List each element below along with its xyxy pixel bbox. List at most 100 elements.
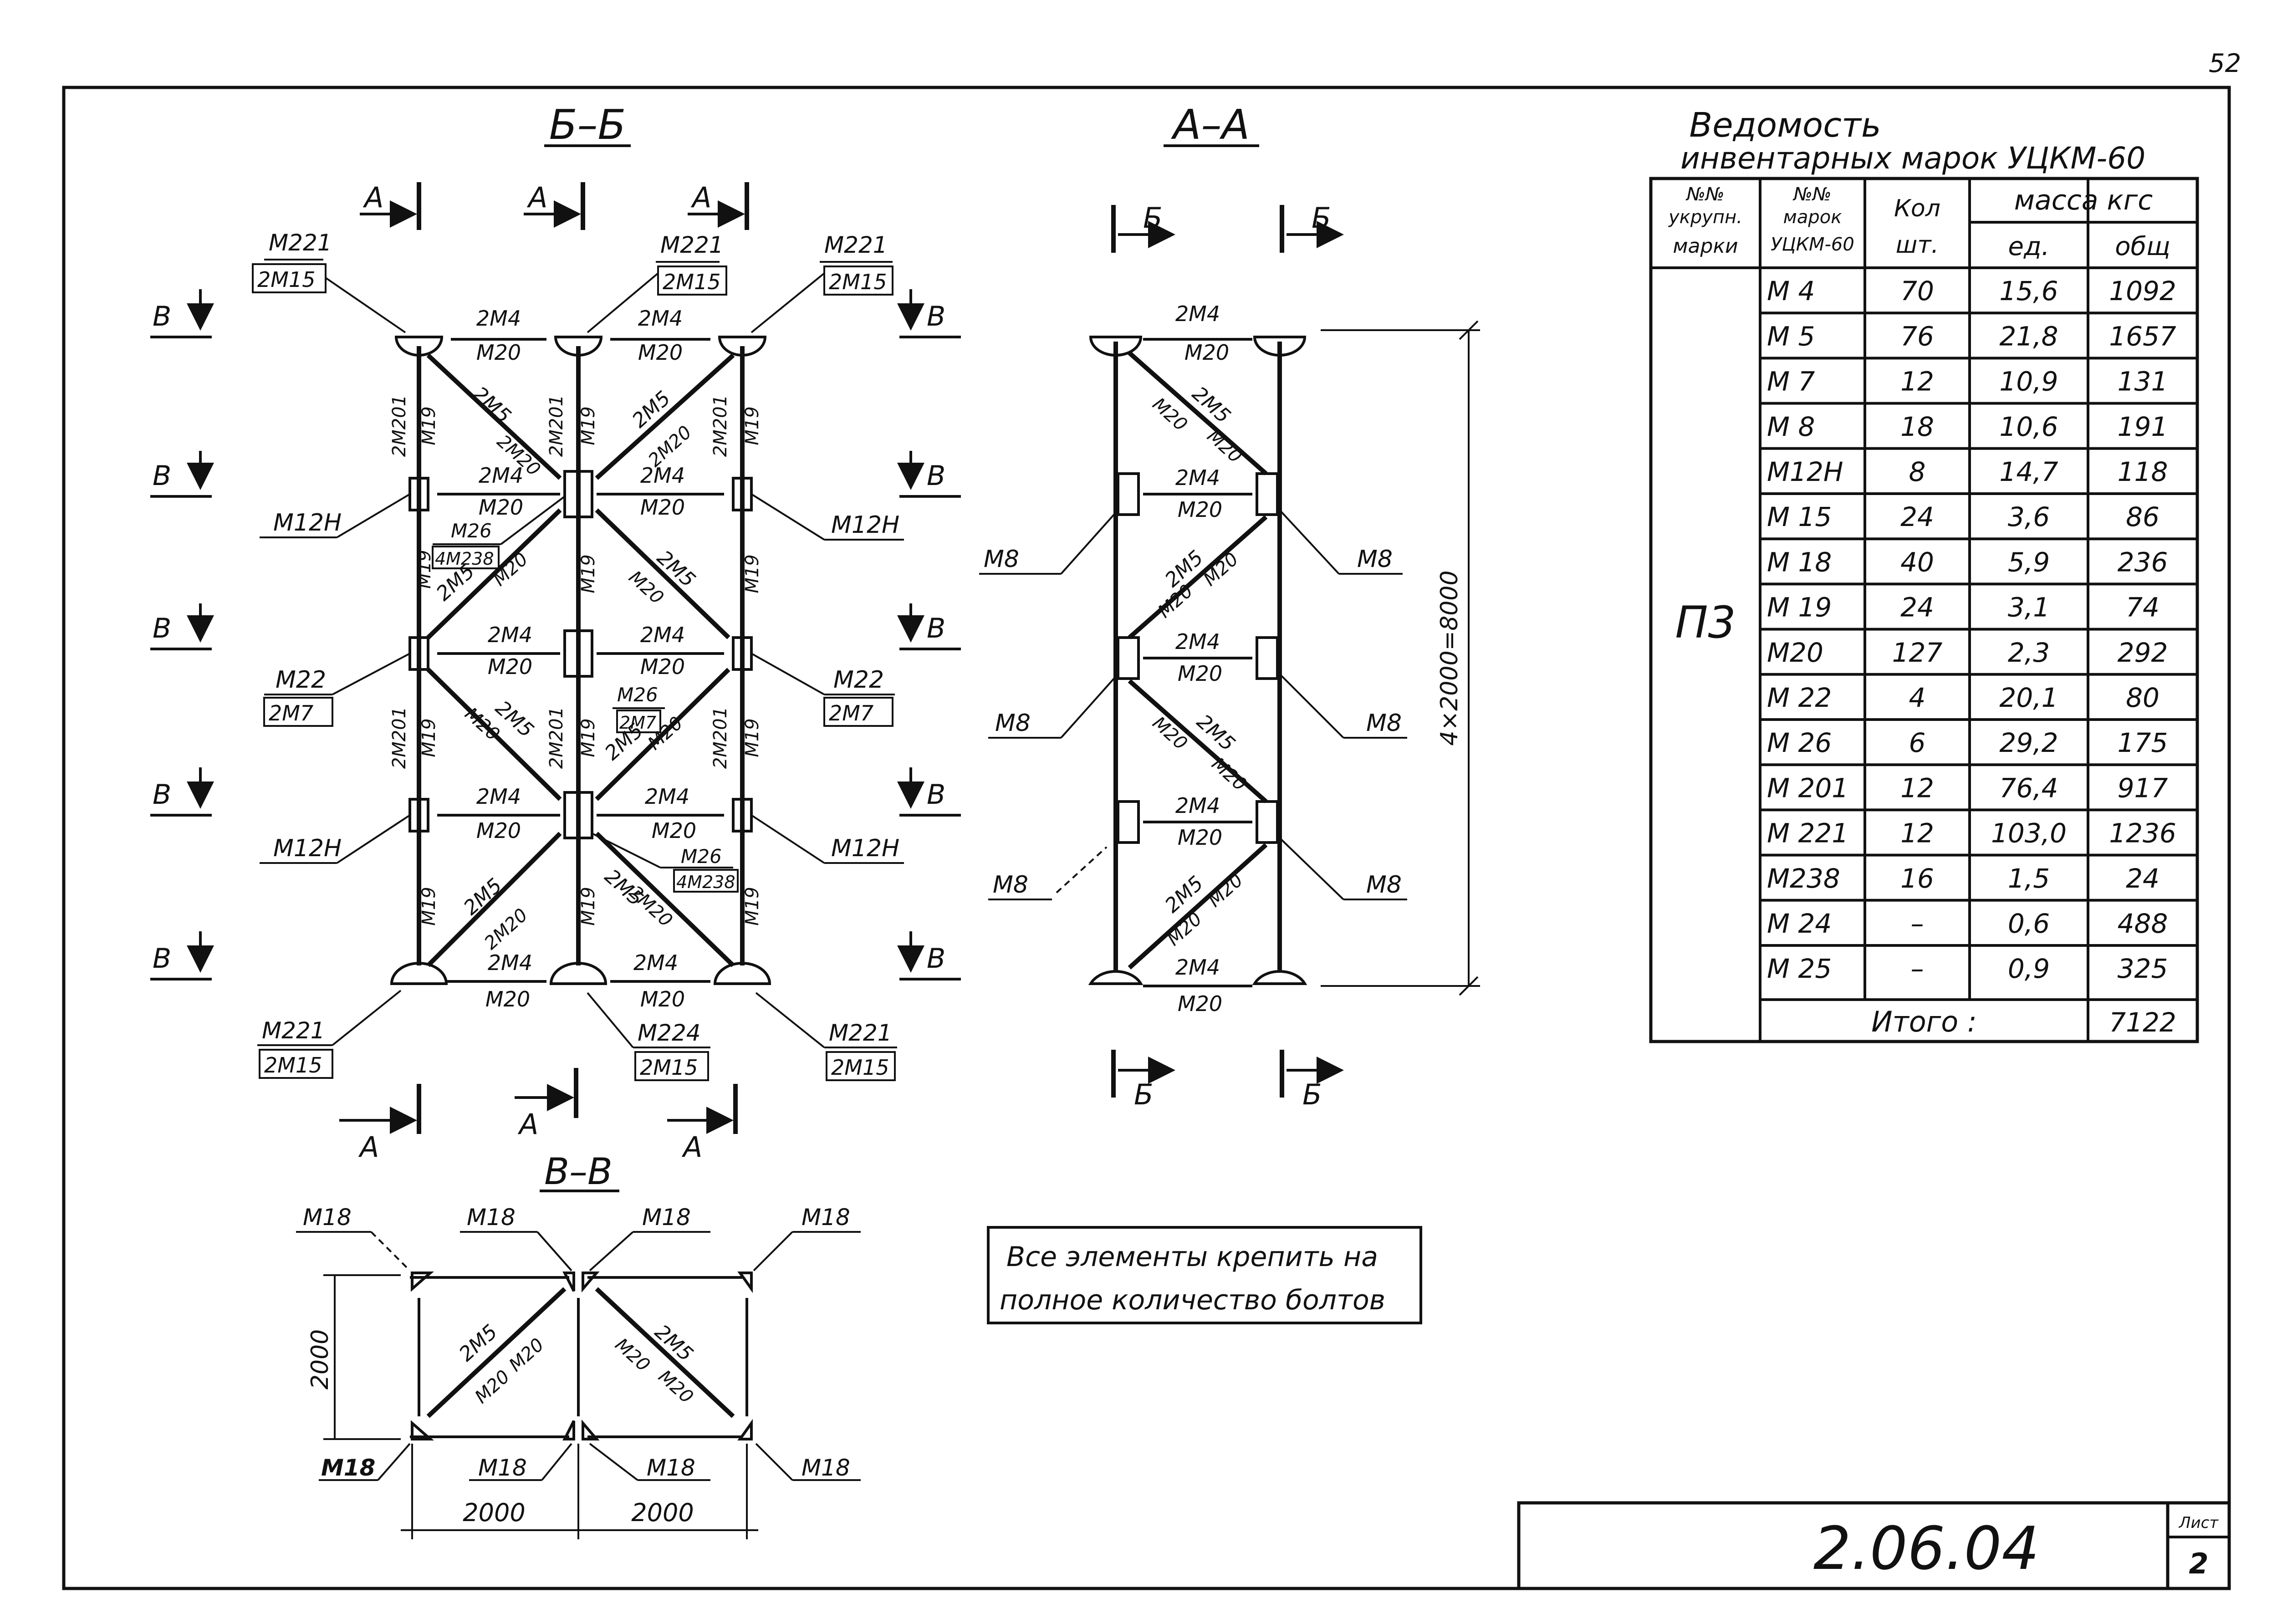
svg-text:М20: М20: [654, 1366, 697, 1408]
table-cell-unit: 10,6: [1999, 411, 2058, 442]
svg-text:М8: М8: [984, 546, 1019, 573]
table-cell-mark: М 19: [1767, 592, 1832, 623]
svg-text:М19: М19: [419, 406, 439, 445]
svg-text:М19: М19: [578, 718, 599, 757]
svg-text:2М15: 2М15: [257, 267, 316, 292]
svg-text:М20: М20: [479, 495, 523, 520]
svg-text:М18: М18: [303, 1204, 352, 1231]
svg-text:2М15: 2М15: [831, 1055, 889, 1080]
svg-text:А: А: [526, 181, 547, 214]
svg-text:В: В: [927, 460, 945, 492]
svg-text:М20: М20: [1200, 549, 1242, 590]
section-marks-v: В В В В В В В В В В: [150, 289, 961, 981]
svg-text:М19: М19: [742, 887, 763, 925]
table-cell-total: 292: [2118, 637, 2168, 668]
table-cell-total: 1657: [2109, 321, 2176, 352]
svg-text:М20: М20: [1178, 991, 1222, 1016]
svg-text:2М201: 2М201: [546, 707, 567, 769]
svg-text:№№: №№: [1685, 184, 1724, 205]
table-cell-total: 175: [2118, 727, 2168, 758]
view-aa-title: А–А: [1171, 101, 1250, 149]
svg-text:2М4: 2М4: [1175, 465, 1220, 490]
svg-text:ед.: ед.: [2008, 232, 2050, 261]
table-cell-mark: М 201: [1767, 772, 1848, 803]
note-line-1: Все элементы крепить на: [1006, 1241, 1378, 1273]
svg-text:М18: М18: [321, 1455, 375, 1481]
svg-text:Б: Б: [1143, 201, 1163, 235]
svg-text:М19: М19: [578, 406, 599, 445]
drawing-code: 2.06.04: [1813, 1514, 2039, 1583]
svg-text:М18: М18: [802, 1455, 850, 1481]
svg-text:2М4: 2М4: [488, 623, 532, 647]
table-cell-total: 118: [2118, 456, 2168, 487]
table-cell-mark: М238: [1767, 863, 1840, 894]
svg-text:Б: Б: [1134, 1078, 1154, 1111]
svg-text:М20: М20: [611, 1334, 654, 1376]
svg-text:М20: М20: [1204, 870, 1247, 911]
node-top-left: [394, 336, 444, 357]
svg-text:В: В: [153, 943, 171, 975]
table-cell-unit: 0,9: [2008, 953, 2050, 984]
svg-text:М20: М20: [1178, 825, 1222, 850]
svg-text:2М7: 2М7: [269, 701, 313, 725]
table-title-2: инвентарных марок УЦКМ-60: [1680, 141, 2145, 176]
svg-text:М8: М8: [995, 710, 1031, 737]
svg-text:2М201: 2М201: [546, 395, 567, 457]
svg-text:2М201: 2М201: [710, 395, 731, 457]
table-cell-unit: 15,6: [1999, 276, 2058, 306]
svg-text:2М5: 2М5: [628, 387, 675, 433]
table-cell-mark: М 26: [1767, 727, 1832, 758]
table-cell-qty: 127: [1892, 637, 1943, 668]
table-cell-unit: 5,9: [2008, 546, 2050, 577]
svg-text:М12Н: М12Н: [831, 835, 899, 862]
table-cell-mark: М 18: [1767, 546, 1832, 577]
svg-text:УЦКМ-60: УЦКМ-60: [1771, 234, 1854, 255]
section-marks-a-top: А А А: [360, 181, 749, 230]
svg-text:2М4: 2М4: [1175, 301, 1220, 326]
table-cell-unit: 3,6: [2008, 501, 2050, 532]
table-cell-qty: 6: [1909, 727, 1926, 758]
svg-text:М19: М19: [742, 554, 763, 593]
svg-text:М18: М18: [467, 1204, 516, 1231]
svg-text:М20: М20: [1203, 426, 1246, 467]
svg-text:М20: М20: [1178, 497, 1222, 522]
table-cell-total: 86: [2126, 501, 2160, 532]
node-bottom-mid: [549, 962, 608, 985]
svg-text:В: В: [153, 460, 171, 492]
svg-text:2М15: 2М15: [640, 1055, 698, 1080]
svg-text:М19: М19: [414, 550, 435, 588]
svg-text:2М4: 2М4: [640, 463, 685, 488]
table-cell-qty: 12: [1900, 818, 1934, 849]
bb-horizontals: [437, 338, 724, 983]
svg-text:М224: М224: [638, 1020, 701, 1046]
svg-text:В: В: [927, 301, 945, 332]
table-cell-unit: 29,2: [1999, 727, 2058, 758]
svg-text:М20: М20: [638, 340, 683, 365]
svg-text:М18: М18: [647, 1455, 695, 1481]
table-cell-mark: М 8: [1767, 411, 1815, 442]
bb-diagonals: [426, 353, 735, 967]
svg-text:М20: М20: [1163, 909, 1206, 950]
svg-text:А: А: [517, 1108, 538, 1141]
svg-text:2М5: 2М5: [1160, 872, 1208, 918]
table-cell-mark: М 221: [1767, 818, 1848, 849]
svg-text:2М5: 2М5: [1192, 710, 1240, 756]
table-cell-qty: 8: [1909, 456, 1926, 487]
svg-text:А: А: [358, 1130, 379, 1164]
sheet-list-label: Лист: [2178, 1514, 2219, 1532]
table-cell-qty: 16: [1900, 863, 1934, 894]
svg-text:2М4: 2М4: [476, 784, 521, 809]
svg-text:М8: М8: [1366, 871, 1402, 899]
table-cell-mark: М 22: [1767, 682, 1832, 713]
table-cell-qty: 12: [1900, 366, 1934, 397]
svg-text:2М4: 2М4: [1175, 793, 1220, 818]
svg-text:4М238: 4М238: [676, 872, 735, 892]
table-cell-unit: 0,6: [2008, 908, 2050, 939]
svg-text:М12Н: М12Н: [273, 509, 342, 536]
svg-text:М8: М8: [1357, 546, 1393, 573]
table-cell-total: 1092: [2109, 276, 2176, 306]
